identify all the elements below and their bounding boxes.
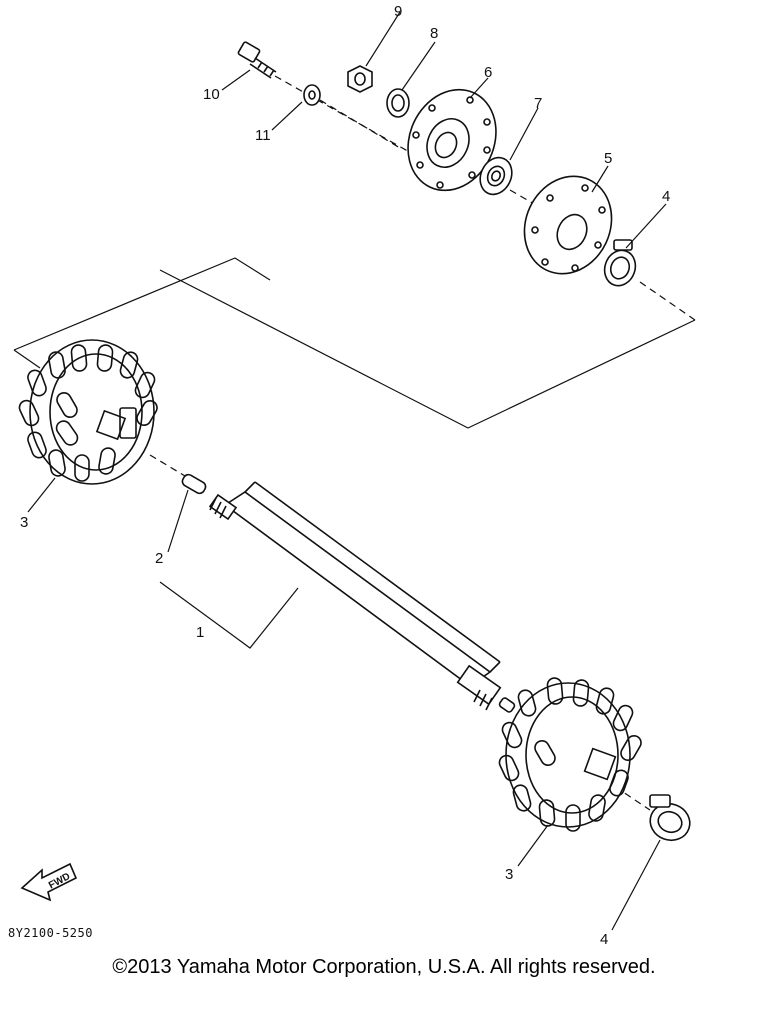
- parts-diagram: FWD 1 2 3 3 4 4 5 6 7 8 9 10 11: [13, 3, 696, 948]
- callout-9: 9: [394, 3, 402, 20]
- clip-part-4-top: [603, 239, 637, 287]
- leader-lines: [27, 11, 667, 931]
- pin-part-2: [181, 473, 207, 495]
- fwd-arrow-icon: [20, 862, 78, 902]
- bearing-part-7: [479, 156, 513, 196]
- clip-part-4-bottom: [649, 794, 691, 842]
- reference-outline: [13, 257, 696, 429]
- callout-2: 2: [155, 550, 163, 567]
- callout-3-left: 3: [20, 514, 28, 531]
- callout-3-right: 3: [505, 866, 513, 883]
- callout-4-bottom: 4: [600, 931, 608, 948]
- callout-6: 6: [484, 64, 492, 81]
- nut-part-9: [347, 65, 373, 93]
- callout-8: 8: [430, 25, 438, 42]
- callout-1: 1: [196, 624, 204, 641]
- callout-7: 7: [534, 95, 542, 112]
- callout-10: 10: [203, 86, 220, 103]
- callout-labels: 1 2 3 3 4 4 5 6 7 8 9 10 11: [20, 3, 670, 948]
- callout-5: 5: [604, 150, 612, 167]
- sprocket-part-3-right: [498, 677, 642, 832]
- washer-part-11: [303, 84, 321, 106]
- bearing-housing-part-5: [523, 175, 613, 275]
- drive-shaft-part-1: [208, 481, 516, 713]
- copyright-notice: ©2013 Yamaha Motor Corporation, U.S.A. A…: [112, 956, 656, 978]
- callout-11: 11: [255, 127, 271, 144]
- sprocket-part-3-left: [18, 339, 158, 485]
- bolt-part-10: [237, 41, 277, 79]
- seal-part-8: [386, 88, 410, 118]
- diagram-code: 8Y2100-5250: [8, 926, 93, 940]
- callout-4-top: 4: [662, 188, 670, 205]
